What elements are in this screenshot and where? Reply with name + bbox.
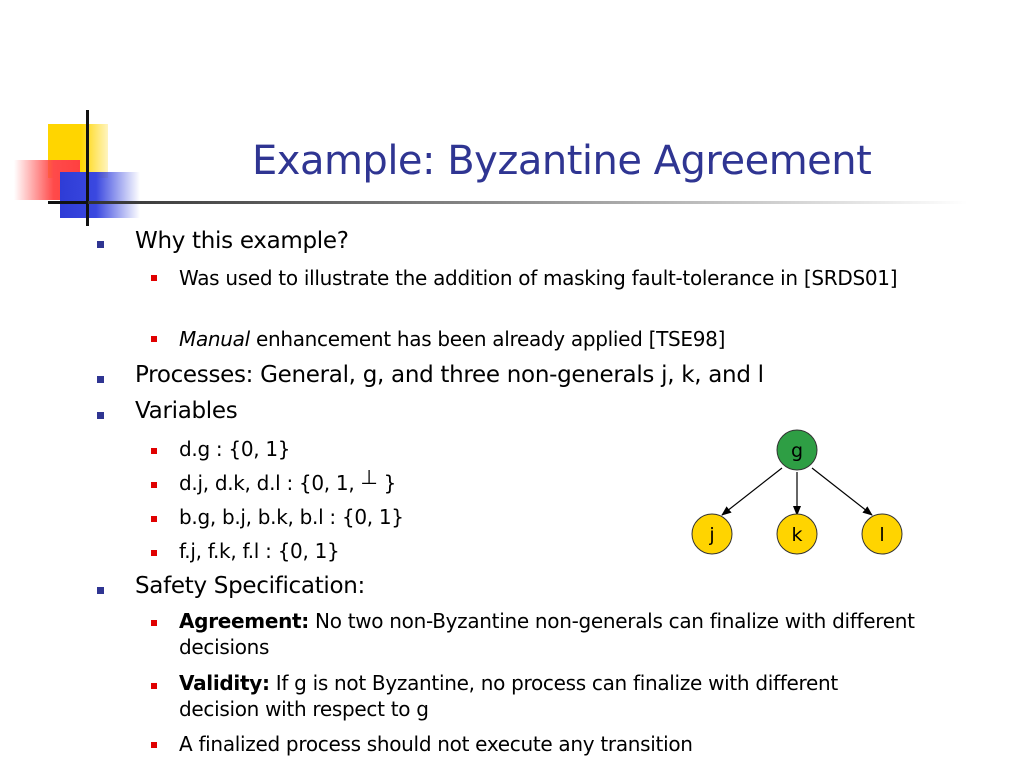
bullet-why: Why this example? — [135, 228, 349, 254]
bullet-marker — [97, 412, 104, 419]
bullet-marker — [151, 448, 157, 454]
bullet-marker — [151, 516, 157, 522]
bullet-marker — [97, 587, 104, 594]
validity-text: If g is not Byzantine, no process can fi… — [179, 671, 838, 721]
bullet-processes: Processes: General, g, and three non-gen… — [135, 362, 764, 388]
bullet-marker — [151, 482, 157, 488]
node-k: k — [776, 513, 818, 555]
process-tree-diagram: g j k l — [691, 429, 903, 555]
bottom-symbol: ⊥ — [360, 465, 378, 489]
bullet-variables: Variables — [135, 398, 238, 424]
var-dj-end: } — [377, 471, 397, 495]
manual-text: Manual — [179, 327, 250, 351]
node-j: j — [691, 513, 733, 555]
var-dj-text: d.j, d.k, d.l : {0, 1, — [179, 471, 361, 495]
bullet-marker — [97, 376, 104, 383]
agreement-text: No two non-Byzantine non-generals can fi… — [179, 609, 915, 659]
edge-g-l — [811, 467, 873, 516]
bullet-marker — [151, 683, 157, 689]
var-dg: d.g : {0, 1} — [179, 437, 291, 461]
bullet-finalized: A finalized process should not execute a… — [179, 732, 693, 756]
node-label-l: l — [879, 524, 884, 546]
bullet-marker — [151, 336, 157, 342]
var-fj: f.j, f.k, f.l : {0, 1} — [179, 539, 340, 563]
bullet-marker — [97, 241, 104, 248]
node-l: l — [861, 513, 903, 555]
bullet-why-b: Manual enhancement has been already appl… — [179, 326, 725, 352]
bullet-agreement: Agreement: No two non-Byzantine non-gene… — [179, 608, 949, 660]
slide-logo — [0, 0, 200, 240]
node-label-g: g — [791, 440, 803, 462]
bullet-marker — [151, 620, 157, 626]
validity-label: Validity: — [179, 671, 270, 695]
logo-blue-square — [60, 172, 140, 218]
node-g: g — [776, 429, 818, 471]
node-label-j: j — [708, 524, 714, 546]
bullet-safety: Safety Specification: — [135, 573, 366, 599]
slide-title: Example: Byzantine Agreement — [252, 138, 872, 184]
manual-rest-text: enhancement has been already applied [TS… — [249, 327, 726, 351]
bullet-why-a: Was used to illustrate the addition of m… — [179, 266, 898, 290]
title-divider — [88, 201, 968, 204]
node-label-k: k — [791, 524, 802, 546]
var-dj: d.j, d.k, d.l : {0, 1, ⊥ } — [179, 465, 397, 496]
agreement-label: Agreement: — [179, 609, 309, 633]
edge-g-j — [721, 467, 783, 516]
logo-vertical-line — [86, 110, 89, 226]
bullet-marker — [151, 550, 157, 556]
bullet-marker — [151, 742, 157, 748]
bullet-marker — [151, 275, 157, 281]
bullet-validity: Validity: If g is not Byzantine, no proc… — [179, 670, 879, 722]
var-bg: b.g, b.j, b.k, b.l : {0, 1} — [179, 505, 404, 529]
